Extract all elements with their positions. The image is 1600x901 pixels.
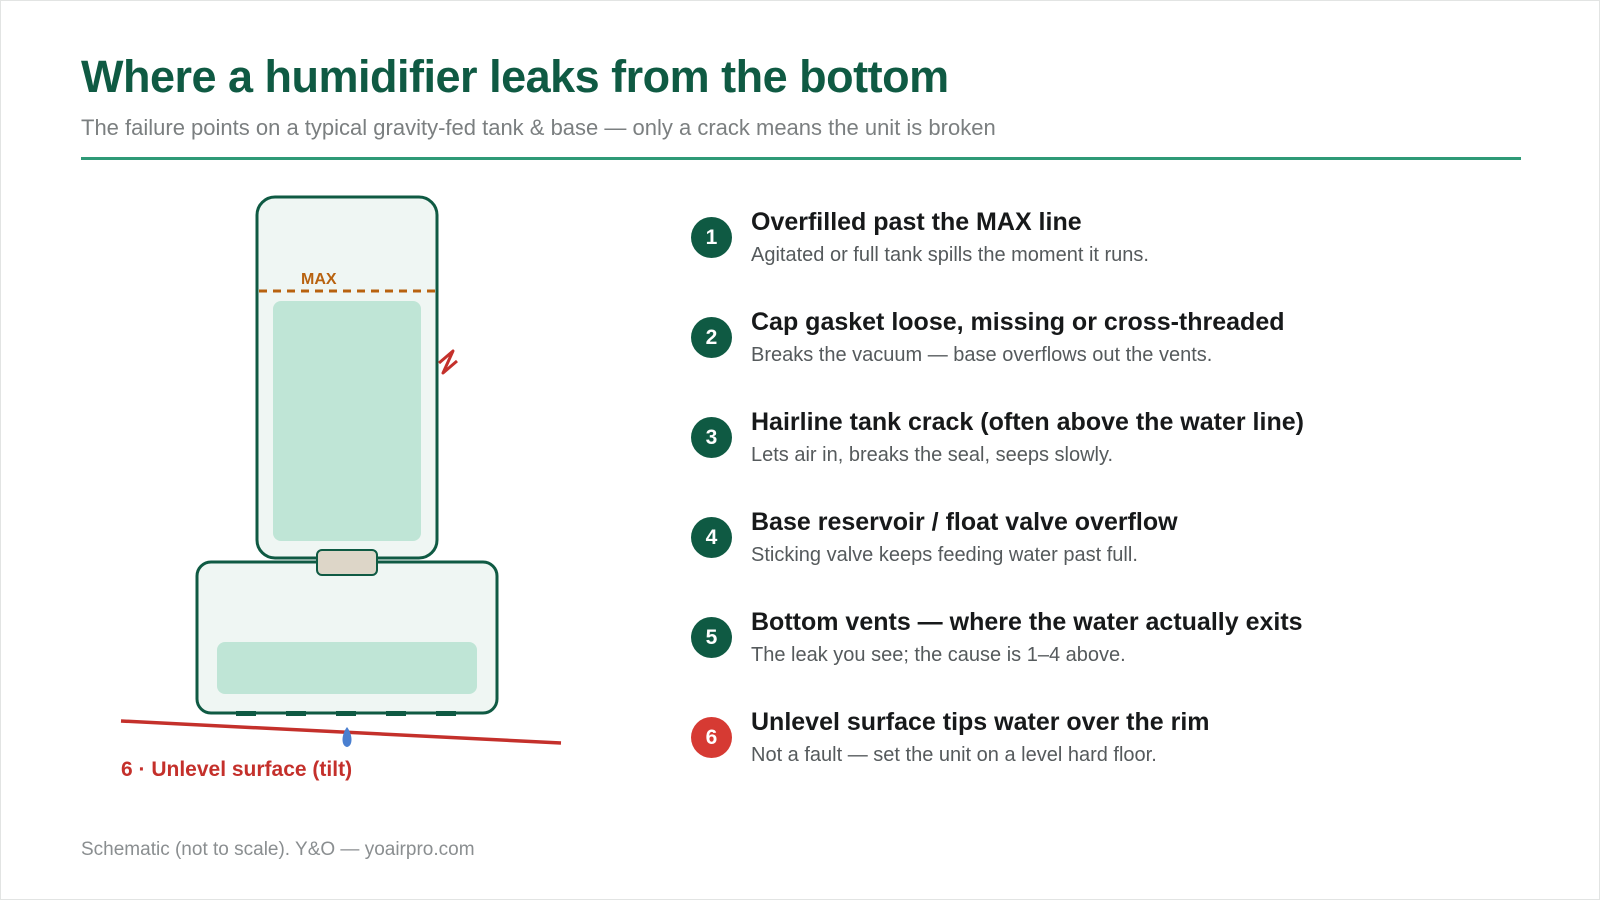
base-reservoir-water (217, 642, 477, 694)
bottom-vent (386, 711, 406, 716)
number-badge: 5 (691, 617, 732, 658)
failure-title: Unlevel surface tips water over the rim (751, 708, 1210, 736)
failure-description: Breaks the vacuum — base overflows out t… (751, 344, 1213, 366)
bottom-vent (286, 711, 306, 716)
number-badge: 4 (691, 517, 732, 558)
failure-point: 2 Cap gasket loose, missing or cross-thr… (691, 306, 1304, 406)
number-badge: 6 (691, 717, 732, 758)
failure-title: Hairline tank crack (often above the wat… (751, 408, 1304, 436)
bottom-vent (236, 711, 256, 716)
bottom-vent (336, 711, 356, 716)
failure-description: Agitated or full tank spills the moment … (751, 244, 1149, 266)
failure-point: 4 Base reservoir / float valve overflow … (691, 506, 1304, 606)
max-label: MAX (301, 271, 337, 288)
tank-water (273, 301, 421, 541)
failure-description: The leak you see; the cause is 1–4 above… (751, 644, 1126, 666)
bottom-vent (436, 711, 456, 716)
failure-title: Overfilled past the MAX line (751, 208, 1082, 236)
failure-point-list: 1 Overfilled past the MAX line Agitated … (691, 206, 1304, 806)
failure-point: 5 Bottom vents — where the water actuall… (691, 606, 1304, 706)
failure-point: 6 Unlevel surface tips water over the ri… (691, 706, 1304, 806)
failure-point: 1 Overfilled past the MAX line Agitated … (691, 206, 1304, 306)
tilted-floor-line (120, 719, 562, 745)
number-badge: 3 (691, 417, 732, 458)
failure-title: Bottom vents — where the water actually … (751, 608, 1303, 636)
page-title: Where a humidifier leaks from the bottom (81, 51, 949, 102)
failure-point: 3 Hairline tank crack (often above the w… (691, 406, 1304, 506)
water-drip-icon (342, 727, 352, 747)
number-badge: 1 (691, 217, 732, 258)
page-subtitle: The failure points on a typical gravity-… (81, 115, 996, 140)
failure-description: Lets air in, breaks the seal, seeps slow… (751, 444, 1114, 466)
number-badge: 2 (691, 317, 732, 358)
float-valve (316, 549, 378, 576)
failure-title: Base reservoir / float valve overflow (751, 508, 1178, 536)
header-divider (81, 157, 1521, 160)
footer-note: Schematic (not to scale). Y&O — yoairpro… (81, 839, 475, 860)
failure-description: Sticking valve keeps feeding water past … (751, 544, 1138, 566)
tilt-label: 6 · Unlevel surface (tilt) (121, 758, 353, 781)
failure-title: Cap gasket loose, missing or cross-threa… (751, 308, 1285, 336)
failure-description: Not a fault — set the unit on a level ha… (751, 744, 1157, 766)
crack-zigzag-icon (438, 349, 458, 375)
